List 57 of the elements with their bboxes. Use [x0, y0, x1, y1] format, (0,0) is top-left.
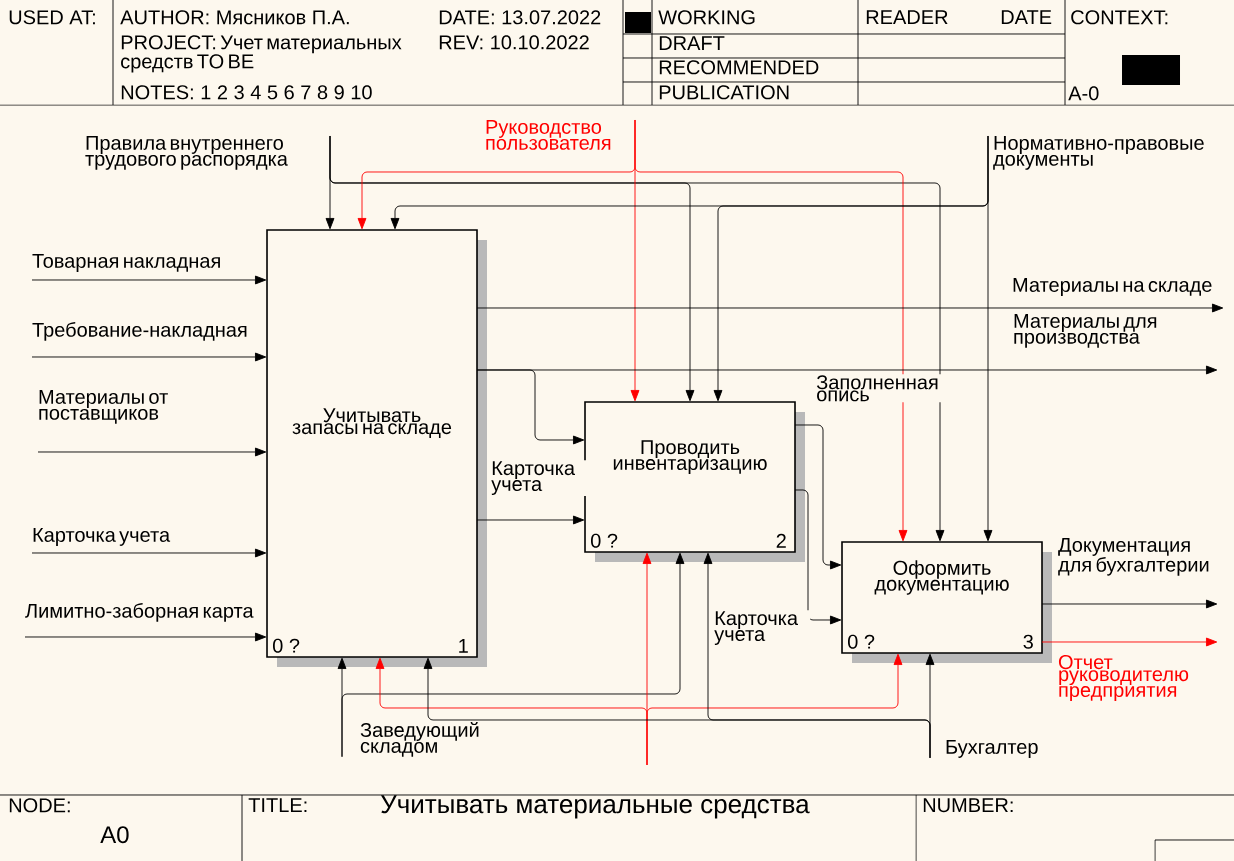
arrow	[31, 548, 267, 558]
arrow	[634, 119, 908, 542]
header-text: A0	[100, 826, 129, 844]
header-text: REV: 10.10.2022	[439, 35, 589, 50]
header-text: AUTHOR: Мясников П.А.	[120, 10, 349, 25]
header-text: WORKING	[658, 10, 755, 25]
header-text: NUMBER:	[923, 798, 1013, 813]
arrow	[476, 369, 585, 445]
arrow	[24, 632, 267, 642]
arrow	[1041, 637, 1218, 647]
header-text: DRAFT	[659, 36, 725, 50]
arrow-label: Карточка учета	[33, 528, 171, 546]
arrow-label: Лимитно-заборная карта	[25, 603, 254, 622]
header-text: READER	[866, 10, 948, 24]
header-text: USED AT:	[9, 10, 95, 25]
arrow-label: Требование-накладная	[32, 322, 247, 341]
arrow-label: Руководство пользователя	[486, 120, 611, 150]
arrow-label: Нормативно-правовые документы	[993, 136, 1204, 170]
arrow-label: Материалы на складе	[1013, 278, 1212, 296]
arrow-label: Материалы для производства	[1014, 314, 1157, 348]
header-text: NOTES: 1 2 3 4 5 6 7 8 9 10	[121, 85, 372, 100]
arrow-label: Материалы от поставщиков	[39, 390, 168, 424]
header-text: DATE	[1001, 10, 1052, 24]
arrow	[341, 552, 685, 758]
arrow	[646, 653, 903, 766]
arrow-label: Документация для бухгалтерии	[1058, 538, 1209, 576]
arrow	[329, 135, 945, 542]
arrow	[983, 135, 993, 542]
arrow-label: Заведующий складом	[360, 722, 479, 757]
arrow	[1041, 599, 1218, 609]
header-text: PROJECT: Учет материальных средств TO BE	[121, 35, 402, 73]
arrow	[794, 424, 842, 570]
process-box: Оформить документацию 0 ? 3	[841, 541, 1052, 663]
arrow	[31, 352, 267, 362]
arrow	[37, 447, 267, 457]
edge-label: Карточка учета	[713, 610, 811, 646]
header-text: PUBLICATION	[659, 85, 789, 100]
arrow-label: Отчет руководителю предприятия	[1058, 655, 1189, 702]
edge-label: Заполненная опись	[815, 374, 948, 403]
arrow	[925, 653, 935, 759]
header-text: RECOMMENDED	[659, 60, 819, 75]
header-text: TITLE:	[248, 798, 307, 812]
arrow	[794, 489, 842, 625]
header-text: NODE:	[9, 798, 70, 813]
process-box: Проводить инвентаризацию 0 ? 2	[584, 401, 805, 562]
header-text: DATE: 13.07.2022	[439, 10, 601, 25]
header-text: CONTEXT:	[1071, 10, 1168, 25]
arrow	[476, 515, 585, 525]
header-text: A-0	[1068, 86, 1099, 101]
edge-label: Карточка учета	[490, 460, 588, 496]
arrow	[31, 275, 267, 285]
arrow-label: Правила внутреннего трудового распорядка	[85, 136, 288, 170]
arrow-label: Бухгалтер	[946, 740, 1038, 758]
arrow-label: Товарная накладная	[32, 254, 220, 272]
diagram-title: Учитывать материальные средства	[380, 795, 810, 819]
process-box: Учитывать запасы на складе 0 ? 1	[266, 229, 487, 667]
arrow	[476, 303, 1224, 313]
